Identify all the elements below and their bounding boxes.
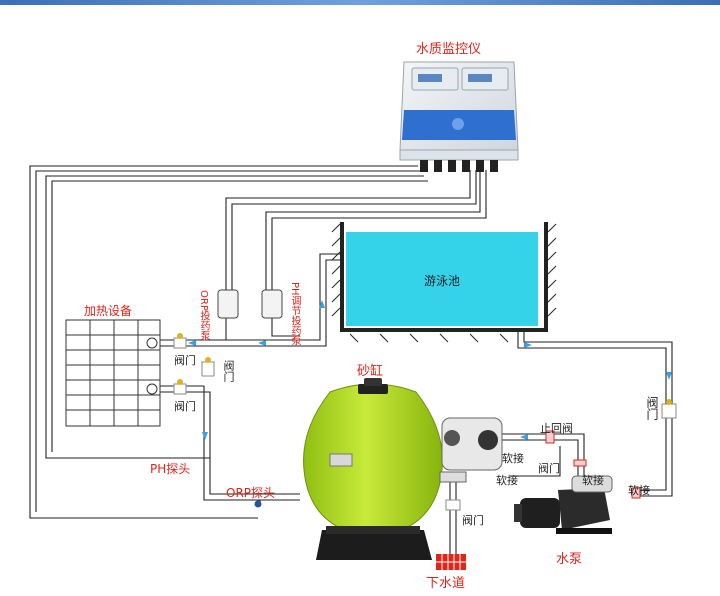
orp-dosing-pump-label: ORP投药泵 <box>198 290 209 341</box>
ph-probe-label: PH探头 <box>150 462 191 476</box>
heater-unit <box>65 319 161 427</box>
valve-label-heater-upper: 阀门 <box>174 354 196 367</box>
valve-label-heater-lower: 阀门 <box>174 400 196 413</box>
heater-label: 加热设备 <box>84 304 133 318</box>
sand-filter-tank <box>303 378 503 560</box>
sand-tank-label: 砂缸 <box>357 364 384 379</box>
water-pump <box>514 475 613 534</box>
check-valve-label: 止回阀 <box>540 422 573 435</box>
water-quality-controller <box>399 61 519 172</box>
soft-joint-label-pump-top: 软接 <box>582 474 604 487</box>
valve-label-drain: 阀门 <box>462 514 484 527</box>
valve-label-bypass: 阀门 <box>222 360 235 382</box>
drain-grate <box>436 554 466 570</box>
valve-label-right-loop: 阀门 <box>645 396 659 420</box>
soft-joint-label-valve-lower: 软接 <box>496 474 518 487</box>
top-banner-strip <box>0 0 720 5</box>
soft-joint-label-valve-upper: 软接 <box>502 452 524 465</box>
ph-dosing-pump-label: PH调节投药泵 <box>289 282 300 346</box>
orp-probe-label: ORP探头 <box>226 486 276 500</box>
flow-arrows <box>188 300 672 440</box>
pump-label: 水泵 <box>556 552 583 567</box>
drain-label: 下水道 <box>426 576 466 591</box>
swimming-pool <box>331 222 557 343</box>
valve-label-pump-line: 阀门 <box>538 462 560 475</box>
soft-joint-label-pump-side: 软接 <box>628 484 650 497</box>
controller-label: 水质监控仪 <box>416 42 482 57</box>
dosing-pumps <box>217 289 283 319</box>
pool-label: 游泳池 <box>424 274 461 288</box>
valve-symbols <box>173 333 677 511</box>
